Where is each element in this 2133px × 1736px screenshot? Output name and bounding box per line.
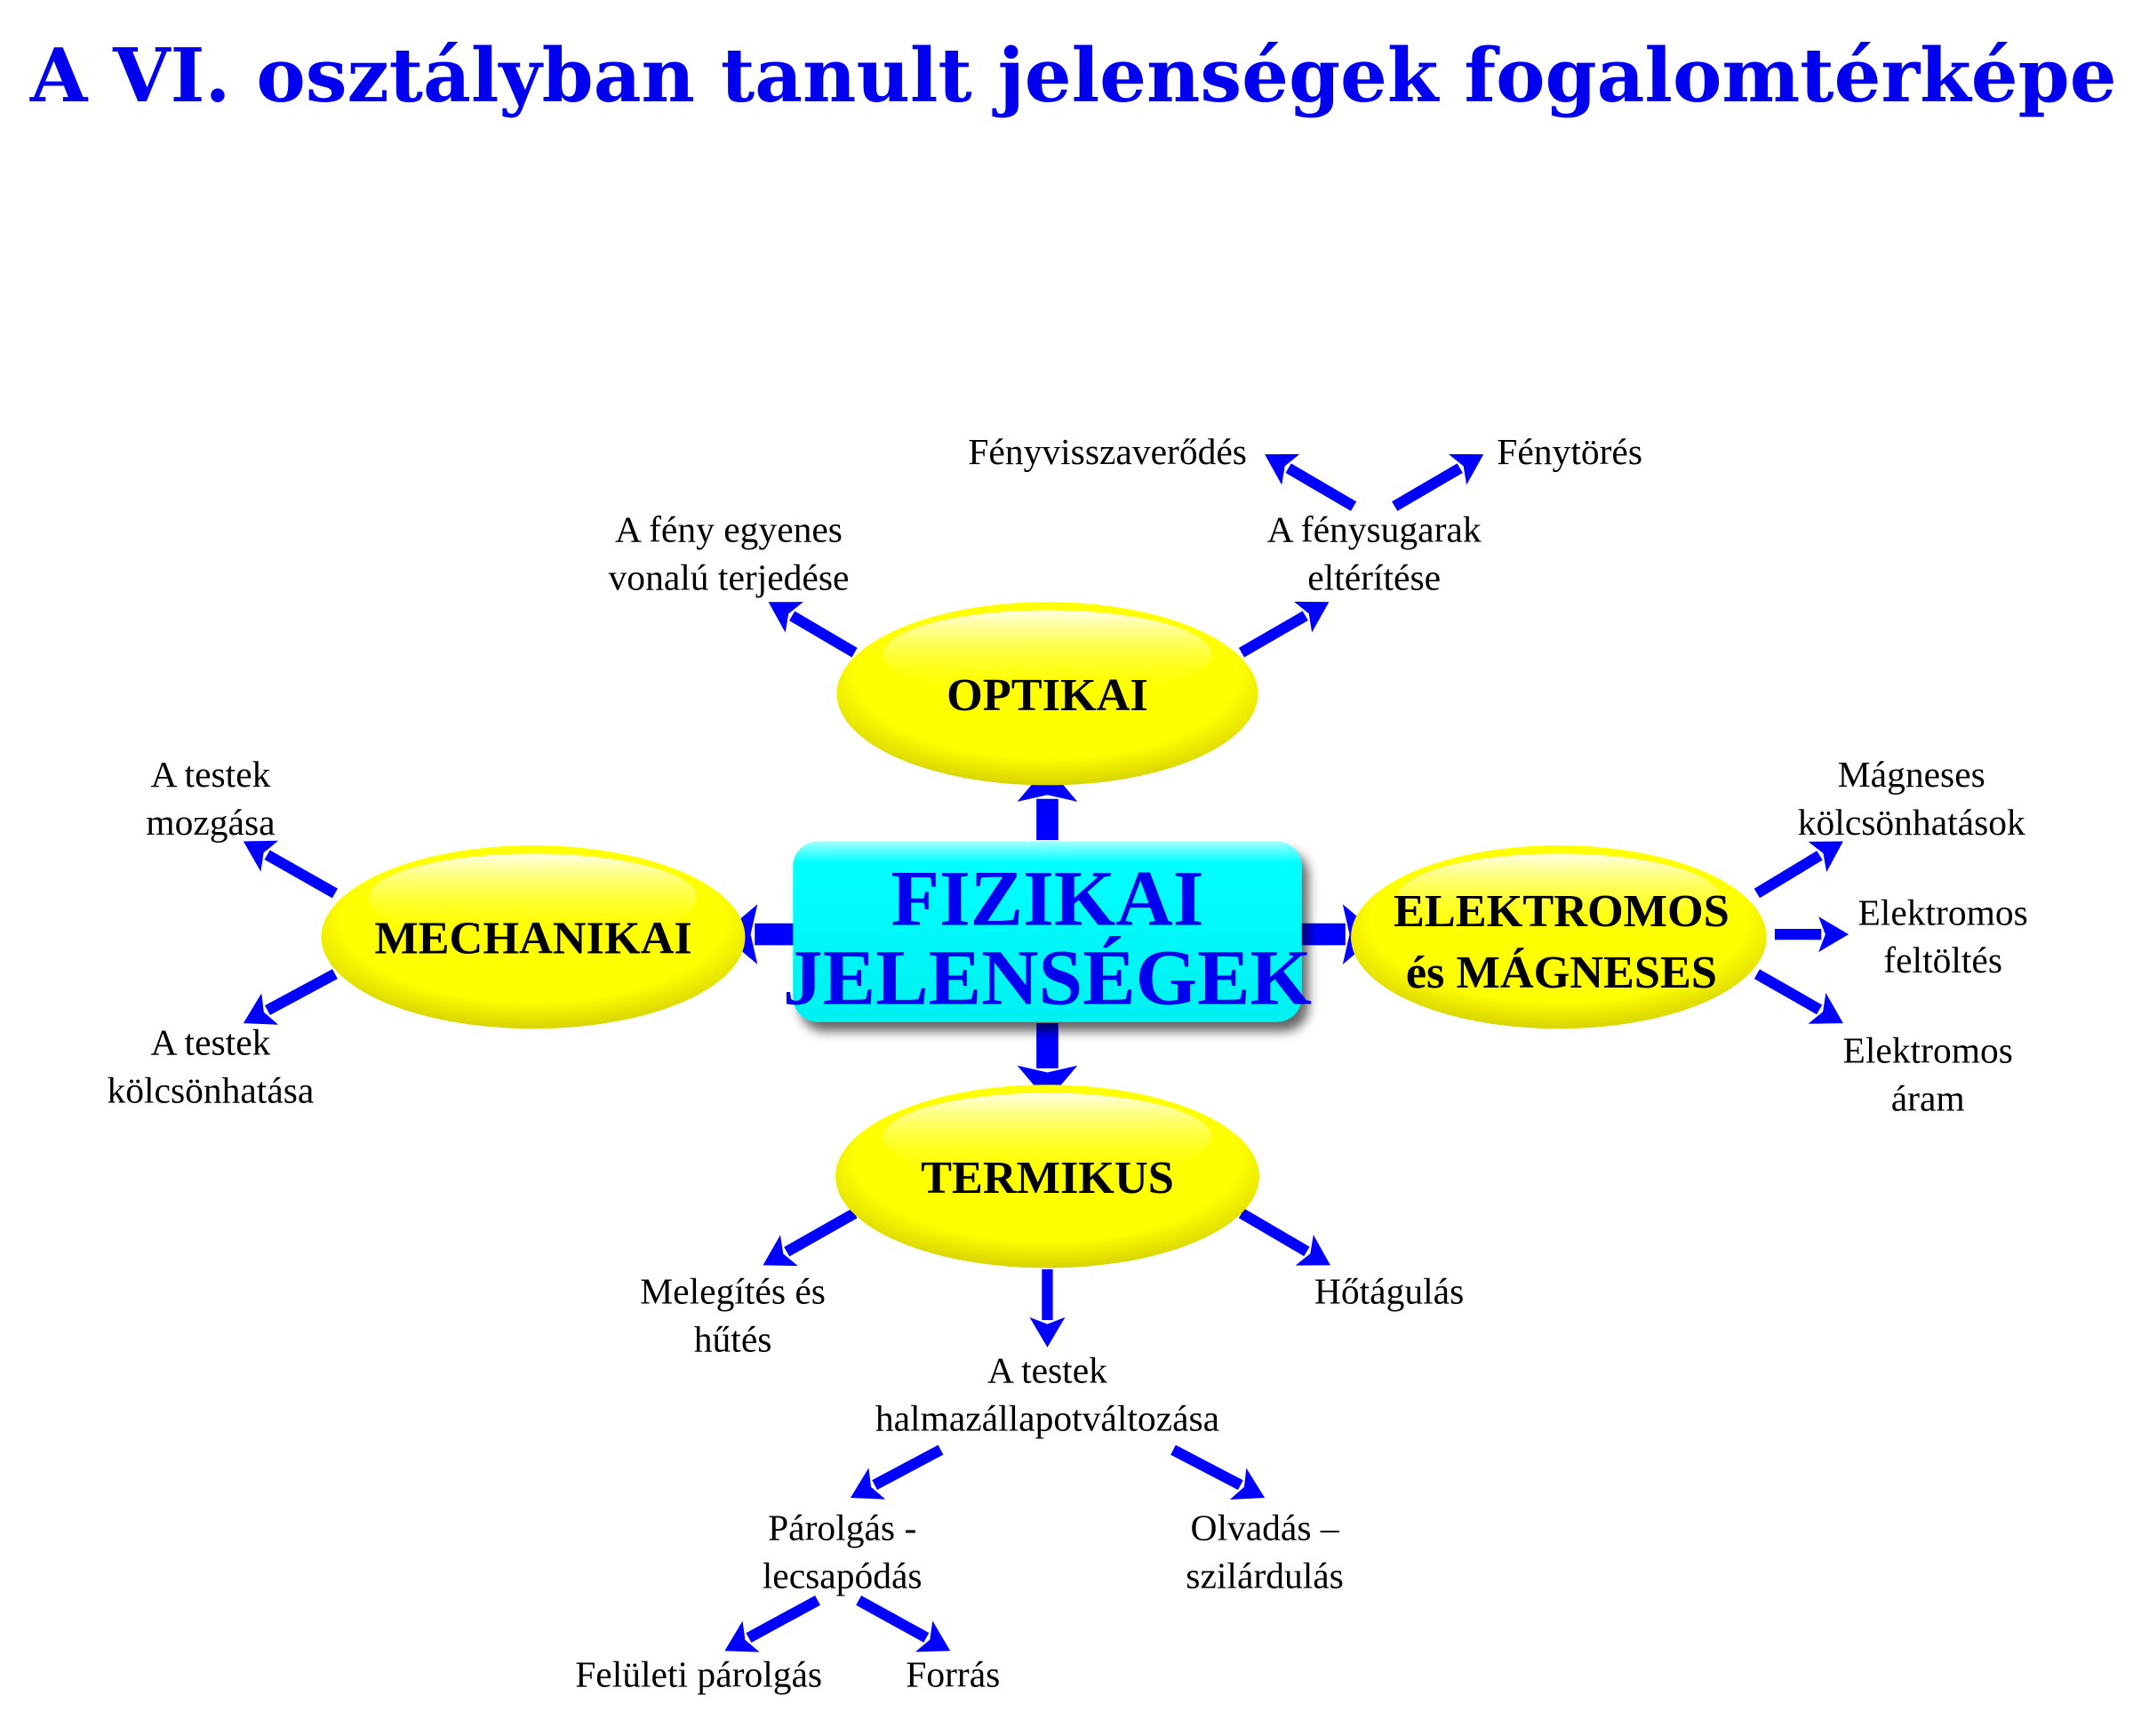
label-fenyvisszaverodes: Fényvisszaverődés	[968, 431, 1247, 472]
label-melegites: Melegítés és	[640, 1271, 826, 1312]
node-label: TERMIKUS	[921, 1152, 1174, 1204]
label-testek-kolcsonhatasa: kölcsönhatása	[107, 1069, 314, 1110]
node-label: és MÁGNESES	[1406, 947, 1717, 998]
arrow-head	[850, 1468, 886, 1500]
label-elektromos-feltoltes: feltöltés	[1883, 940, 2002, 980]
label-fenytores: Fénytörés	[1497, 431, 1642, 472]
arrow-head	[1818, 916, 1849, 953]
arrow-head	[1229, 1468, 1266, 1500]
label-elektromos-aram: Elektromos	[1843, 1030, 2013, 1071]
node-mechanikai: MECHANIKAI	[321, 845, 746, 1029]
label-forras: Forrás	[906, 1653, 1000, 1694]
label-feluleti-parolgas: Felületi párolgás	[575, 1653, 822, 1694]
center-title-line1: FIZIKAI	[891, 854, 1203, 942]
label-melegites: hűtés	[694, 1318, 772, 1359]
center-box: FIZIKAI JELENSÉGEK	[783, 841, 1312, 1022]
arrow-shaft	[1392, 463, 1463, 511]
arrow-shaft	[789, 611, 858, 658]
arrow-head	[1808, 841, 1843, 873]
label-testek-mozgasa: mozgása	[146, 802, 275, 843]
label-feny-egyenes: vonalú terjedése	[609, 556, 850, 597]
label-fenysugarak: A fénysugarak	[1267, 509, 1482, 550]
arrow-shaft	[784, 1208, 858, 1257]
arrow-shaft	[1238, 611, 1308, 658]
label-parolgas: lecsapódás	[763, 1556, 923, 1596]
label-parolgas: Párolgás -	[768, 1508, 916, 1548]
arrow-shaft	[1170, 1444, 1243, 1491]
node-label: MECHANIKAI	[374, 913, 691, 964]
label-olvadas: Olvadás –	[1190, 1508, 1339, 1548]
arrow-shaft	[1754, 851, 1823, 899]
arrow-head	[1448, 453, 1484, 485]
arrow-shaft	[1238, 1208, 1310, 1257]
label-testek-kolcsonhatasa: A testek	[150, 1021, 270, 1062]
label-magneses: Mágneses	[1838, 754, 1985, 795]
arrow-head	[1808, 992, 1843, 1024]
arrow-shaft	[1754, 969, 1823, 1015]
node-label: OPTIKAI	[947, 669, 1148, 721]
node-label: ELEKTROMOS	[1394, 885, 1730, 937]
arrow-shaft	[265, 969, 338, 1015]
arrow-head	[243, 840, 279, 872]
labels: A fény egyenes vonalú terjedése A fénysu…	[107, 431, 2027, 1694]
node-optikai: OPTIKAI	[836, 602, 1258, 786]
label-magneses: kölcsönhatások	[1798, 802, 2025, 843]
label-testek-mozgasa: A testek	[150, 754, 270, 795]
label-elektromos-feltoltes: Elektromos	[1857, 892, 2027, 932]
arrow-head	[724, 1620, 760, 1652]
arrow-head	[243, 993, 279, 1025]
page-title: A VI. osztályban tanult jelenségek fogal…	[29, 32, 2117, 119]
arrow-head	[1265, 453, 1300, 485]
label-elektromos-aram: áram	[1891, 1078, 1965, 1119]
arrow-head	[1017, 1065, 1078, 1101]
arrow-shaft	[872, 1444, 944, 1490]
node-elektromos: ELEKTROMOS és MÁGNESES	[1351, 845, 1767, 1029]
arrow-head	[768, 602, 803, 633]
arrow-shaft	[856, 1595, 930, 1643]
arrow-head	[763, 1235, 798, 1267]
arrow-shaft	[1285, 463, 1357, 511]
arrow-head	[1029, 1316, 1066, 1348]
label-halmazallapot: A testek	[987, 1350, 1107, 1391]
label-hotagulas: Hőtágulás	[1314, 1271, 1464, 1312]
arrow-shaft	[746, 1595, 820, 1643]
arrow-shaft	[264, 850, 338, 899]
center-title-line2: JELENSÉGEK	[783, 934, 1312, 1022]
node-termikus: TERMIKUS	[835, 1084, 1259, 1268]
arrow-head	[915, 1620, 951, 1652]
label-feny-egyenes: A fény egyenes	[615, 509, 843, 550]
arrow-head	[1294, 601, 1330, 633]
arrow-head	[1295, 1235, 1330, 1266]
label-halmazallapot: halmazállapotváltozása	[875, 1398, 1219, 1439]
label-olvadas: szilárdulás	[1186, 1556, 1344, 1596]
label-fenysugarak: eltérítése	[1307, 556, 1441, 597]
